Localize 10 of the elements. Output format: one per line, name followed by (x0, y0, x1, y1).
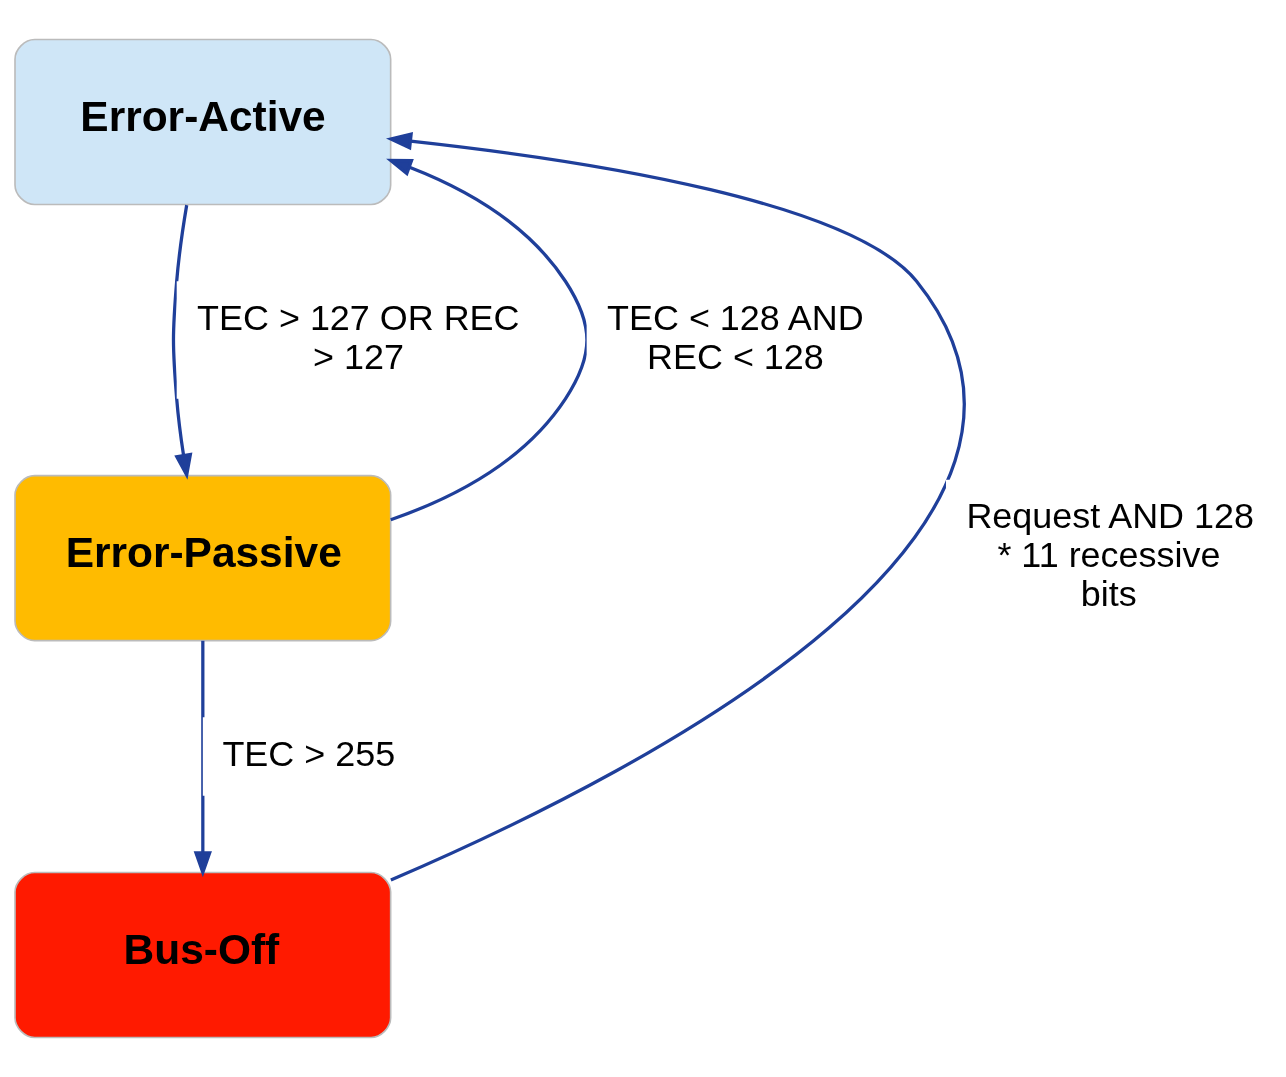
arrow (385, 132, 966, 882)
node-box: Error-Active (14, 38, 392, 206)
edge-label: TEC > 255 (222, 732, 396, 774)
node-box: Bus-Off (14, 871, 392, 1039)
node-box: Error-Passive (14, 474, 392, 642)
edge-label: TEC > 127 OR REC > 127 (197, 296, 520, 377)
arrow (193, 640, 212, 878)
edge-label: Request AND 128 * 11 recessive bits (966, 495, 1254, 615)
edge-label: TEC < 128 AND REC < 128 (607, 296, 864, 377)
arrow (171, 204, 193, 480)
